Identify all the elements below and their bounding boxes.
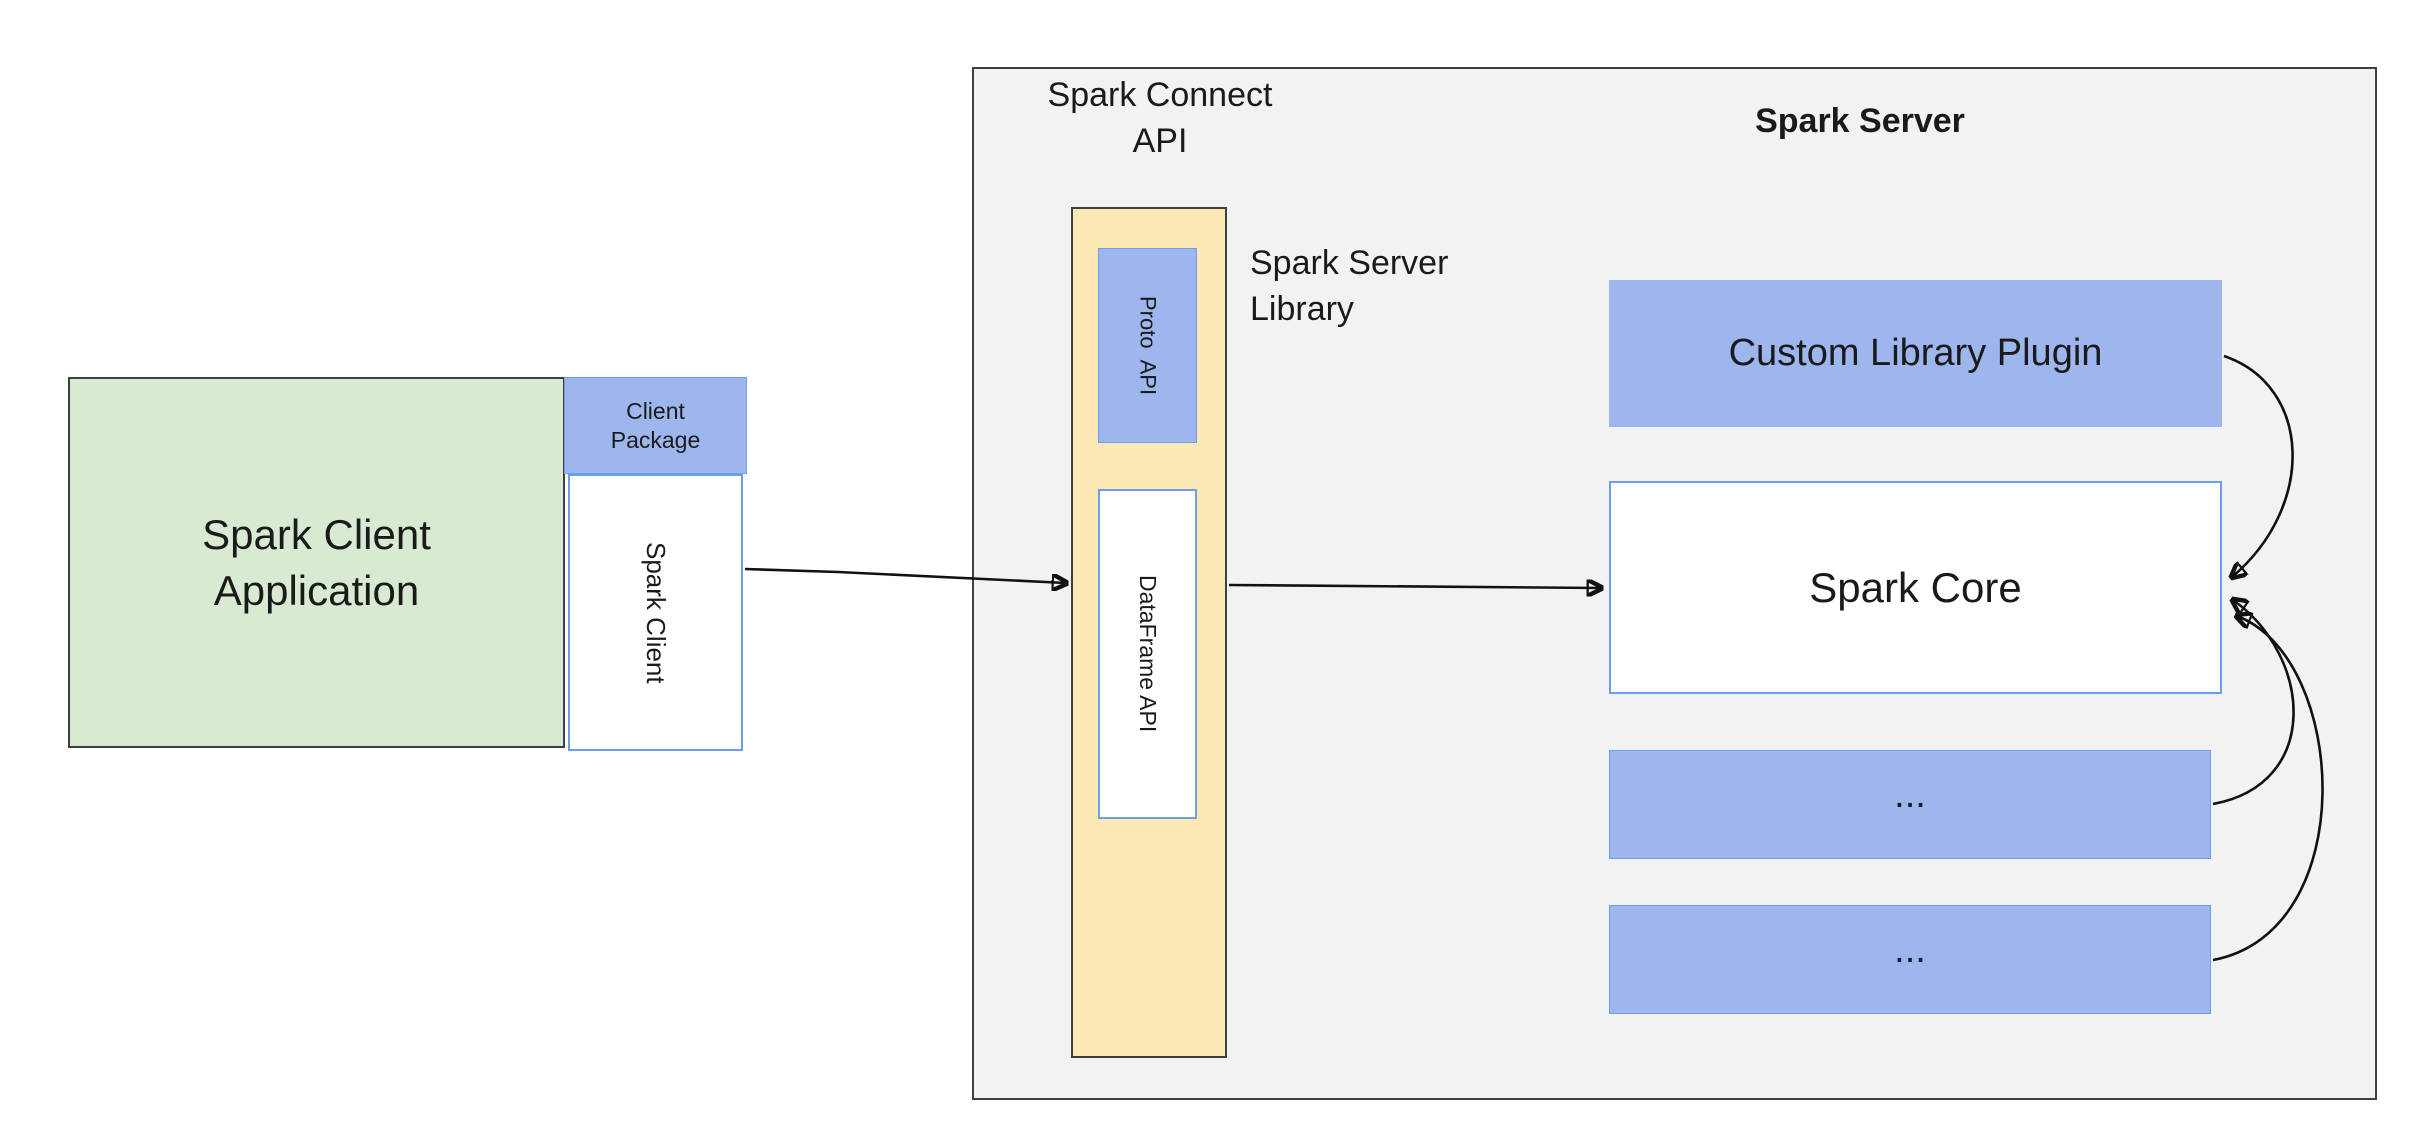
ellipsis-box-2: ... [1609,905,2211,1014]
spark-connect-api-line1: Spark Connect [1047,76,1273,114]
proto-api-box: Proto API [1098,248,1197,443]
ellipsis-box-1: ... [1609,750,2211,859]
client-package-label: Client Package [611,397,701,455]
client-package-box: Client Package [564,377,747,474]
dataframe-api-label: DataFrame API [1135,575,1161,733]
custom-library-plugin-label: Custom Library Plugin [1728,332,2103,374]
spark-connect-api-label: Spark Connect API [950,72,1370,164]
spark-core-label: Spark Core [1809,563,2022,611]
custom-library-plugin-box: Custom Library Plugin [1609,280,2222,427]
spark-connect-api-line2: API [1132,122,1188,160]
spark-server-title: Spark Server [1755,102,1965,140]
spark-server-library-line1: Spark Server [1250,244,1449,282]
spark-server-library-label: Spark Server Library [1250,240,1580,332]
spark-client-label: Spark Client [641,541,671,684]
proto-api-label: Proto API [1135,295,1161,396]
spark-client-application-line1: Spark Client [202,510,431,558]
spark-client-application-box: Spark Client Application [68,377,565,748]
client-package-line1: Client [626,397,685,424]
spark-client-application-label: Spark Client Application [202,507,431,619]
spark-core-box: Spark Core [1609,481,2222,694]
spark-client-application-line2: Application [213,566,420,614]
client-package-line2: Package [610,426,701,453]
spark-client-box: Spark Client [568,474,743,751]
spark-server-library-line2: Library [1250,290,1354,328]
dataframe-api-box: DataFrame API [1098,489,1197,819]
